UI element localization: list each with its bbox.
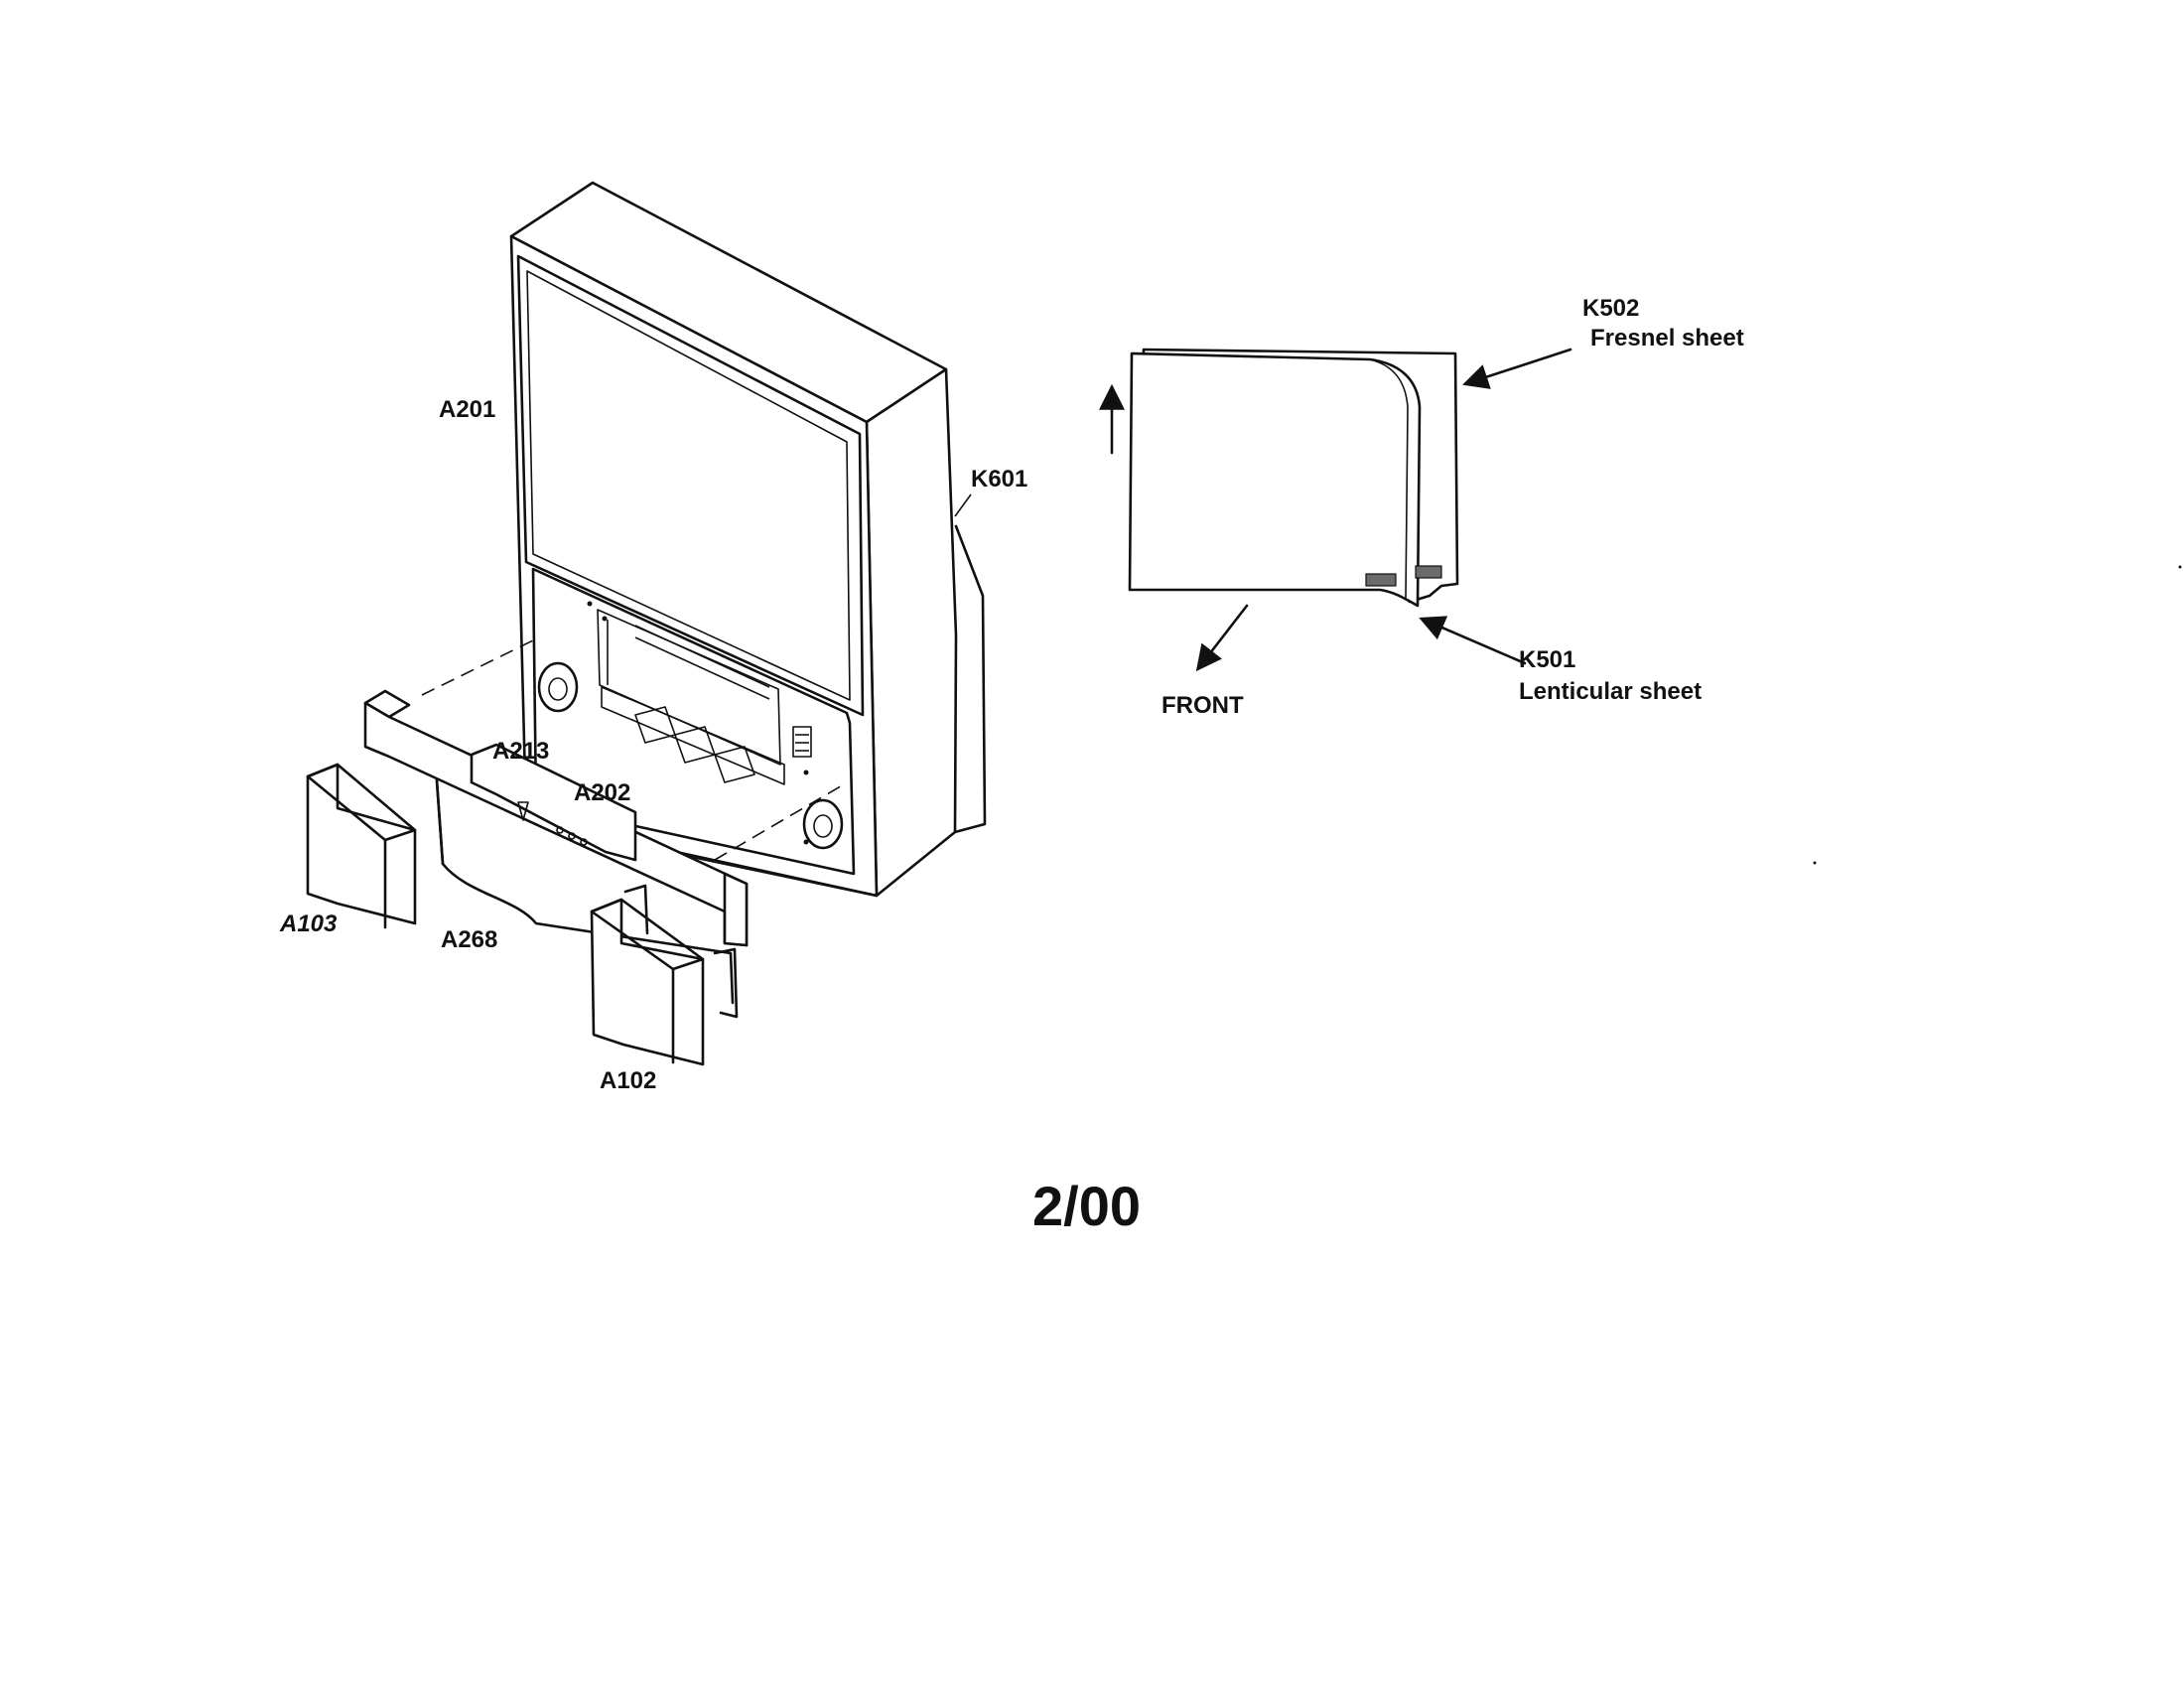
label-a202: A202 (574, 779, 630, 806)
control-compartment (597, 609, 785, 785)
label-a102: A102 (600, 1067, 656, 1094)
page-code: 2/00 (1032, 1175, 1141, 1237)
alignment-line-right (714, 783, 845, 861)
fresnel-hatch (1415, 565, 1442, 579)
label-k502-code: K502 (1582, 295, 1639, 322)
side-cover-a103 (306, 763, 417, 929)
label-k501-name: Lenticular sheet (1519, 678, 1702, 705)
control-door-a202 (470, 743, 637, 862)
fresnel-leader-arrow-icon (1462, 348, 1572, 389)
label-k601: K601 (971, 466, 1027, 492)
av-jack-panel (792, 726, 812, 758)
alignment-line-left (421, 639, 534, 696)
lenticular-leader-arrow-icon (1419, 616, 1527, 665)
label-a213: A213 (492, 738, 549, 765)
label-a201: A201 (439, 396, 495, 423)
side-cover-a102 (590, 884, 739, 1066)
label-front: FRONT (1161, 692, 1244, 719)
screen-bezel (516, 254, 865, 717)
cabinet-side (865, 367, 958, 898)
lenticular-sheet (1128, 351, 1422, 608)
label-k501-code: K501 (1519, 646, 1575, 673)
screen (526, 270, 851, 701)
screen-sheets (1128, 348, 1459, 608)
label-a103: A103 (279, 911, 338, 937)
lenticular-hatch (1365, 573, 1397, 587)
right-speaker-icon (802, 798, 844, 850)
label-a268: A268 (441, 926, 497, 953)
front-direction-arrow-icon (1195, 604, 1249, 672)
cabinet-rear-bulge (953, 524, 987, 834)
label-k502-name: Fresnel sheet (1590, 325, 1744, 351)
left-speaker-icon (537, 661, 579, 713)
